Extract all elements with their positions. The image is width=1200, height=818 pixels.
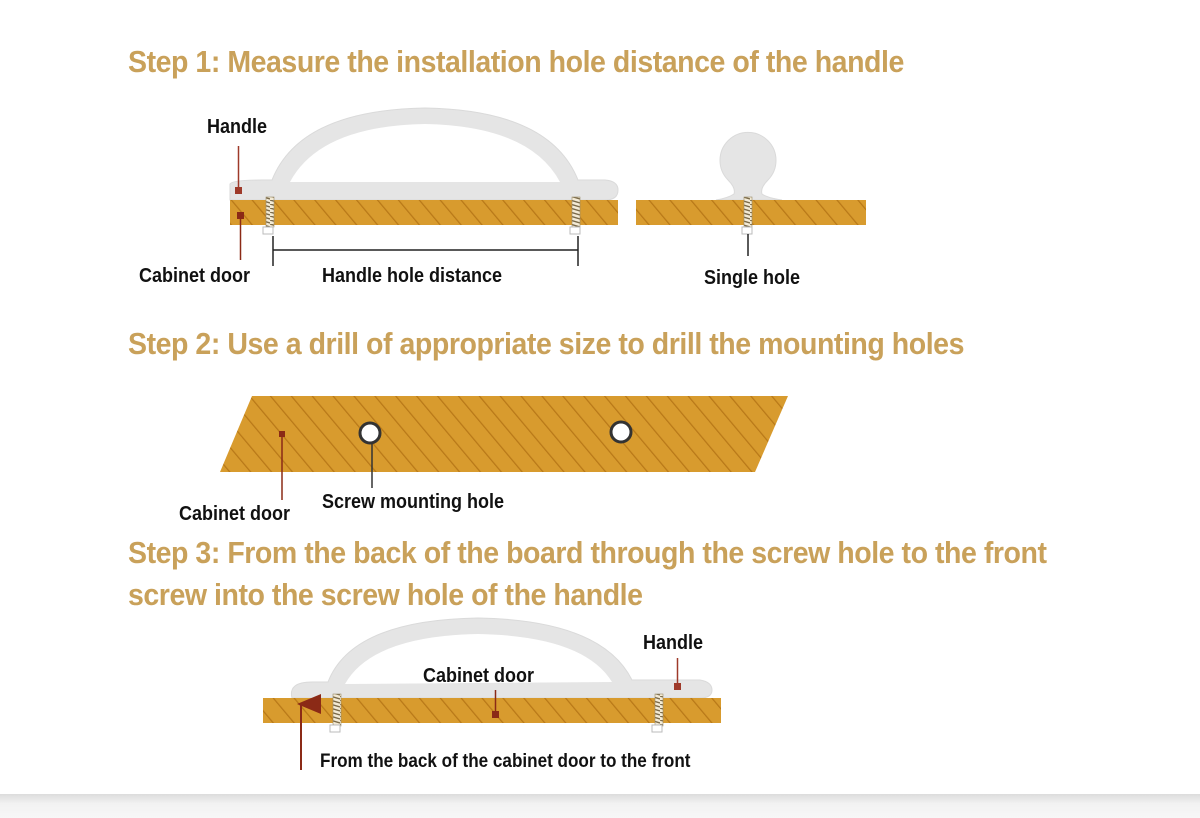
step2-board-diagram: [220, 396, 788, 500]
step1-board: [230, 200, 618, 225]
step1-screw-left: [265, 196, 275, 228]
step3-screw-left: [332, 693, 342, 727]
step1-hole-distance-label: Handle hole distance: [322, 265, 503, 287]
step3-handle-label: Handle: [643, 632, 704, 654]
step2-board: [220, 396, 788, 472]
step2-screw-hole-label: Screw mounting hole: [322, 491, 505, 513]
step3-cabinet-door-label: Cabinet door: [423, 665, 535, 687]
step1-knob-screw: [743, 196, 753, 228]
step2-hole-right: [609, 420, 633, 444]
step1-screw-right: [571, 196, 581, 228]
step3-diagram: [263, 617, 721, 770]
bottom-shadow-band: [0, 794, 1200, 818]
step1-arch-handle-diagram: [229, 107, 619, 266]
step3-screw-right: [654, 693, 664, 727]
step1-handle-label: Handle: [207, 116, 268, 138]
step1-single-hole-label: Single hole: [704, 267, 801, 289]
step3-board: [263, 698, 721, 723]
hole-distance-dimension: [272, 236, 579, 266]
step2-cabinet-door-label: Cabinet door: [179, 503, 291, 525]
step3-title-line2: screw into the screw hole of the handle: [128, 577, 643, 612]
step1-cabinet-door-label: Cabinet door: [139, 265, 251, 287]
step2-title: Step 2: Use a drill of appropriate size …: [128, 326, 964, 361]
step1-knob: [715, 131, 783, 201]
step1-knob-diagram: [636, 131, 866, 256]
step3-direction-label: From the back of the cabinet door to the…: [320, 751, 691, 772]
step3-title-line1: Step 3: From the back of the board throu…: [128, 535, 1047, 570]
step2-hole-left: [358, 421, 382, 445]
step1-title: Step 1: Measure the installation hole di…: [128, 44, 904, 79]
